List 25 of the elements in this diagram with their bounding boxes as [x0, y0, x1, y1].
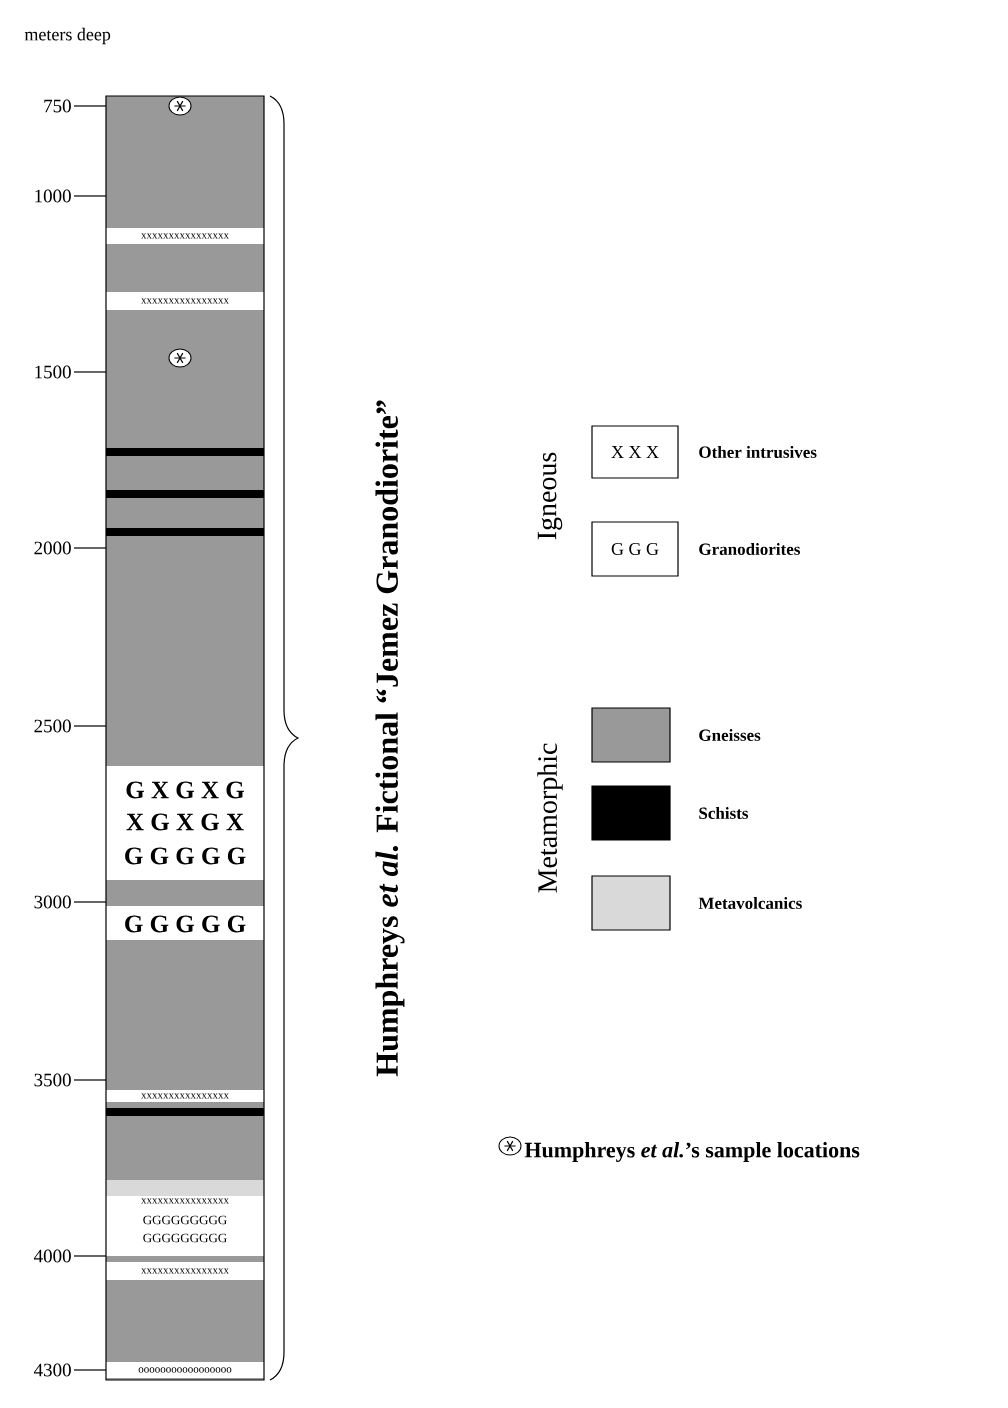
legend-label: Gneisses	[699, 729, 761, 741]
axis-title: meters deep	[24, 27, 111, 45]
pattern-text: G X G X G	[126, 781, 245, 799]
depth-label: 3000	[34, 895, 71, 909]
legend-label: Humphreys et al.’s sample locations	[524, 1142, 860, 1162]
depth-label: 3500	[34, 1073, 71, 1087]
depth-label: 750	[44, 99, 71, 113]
depth-label: 1500	[35, 365, 71, 379]
sample-text: X X X	[611, 446, 659, 458]
pattern-text: G G G G G	[125, 915, 246, 933]
depth-label: 4300	[34, 1363, 71, 1377]
depth-label: 2500	[34, 719, 71, 733]
group-heading: Metamorphic	[537, 743, 563, 893]
depth-label: 4000	[34, 1249, 71, 1263]
group-heading: Igneous	[537, 452, 563, 540]
sample-text: G G G	[611, 542, 659, 556]
depth-label: 1000	[35, 189, 71, 203]
column-title: Humphreys et al. Fictional “Jemez Granodiorite”	[375, 400, 405, 1077]
legend-label: Granodiorites	[699, 543, 800, 555]
legend-label: Metavolcanics	[698, 897, 802, 909]
pattern-text: G G G G G	[125, 847, 246, 865]
legend-label: Schists	[699, 807, 749, 819]
legend-label: Other intrusives	[699, 446, 817, 458]
depth-label: 2000	[34, 541, 71, 555]
pattern-text: X G X G X	[126, 813, 244, 831]
